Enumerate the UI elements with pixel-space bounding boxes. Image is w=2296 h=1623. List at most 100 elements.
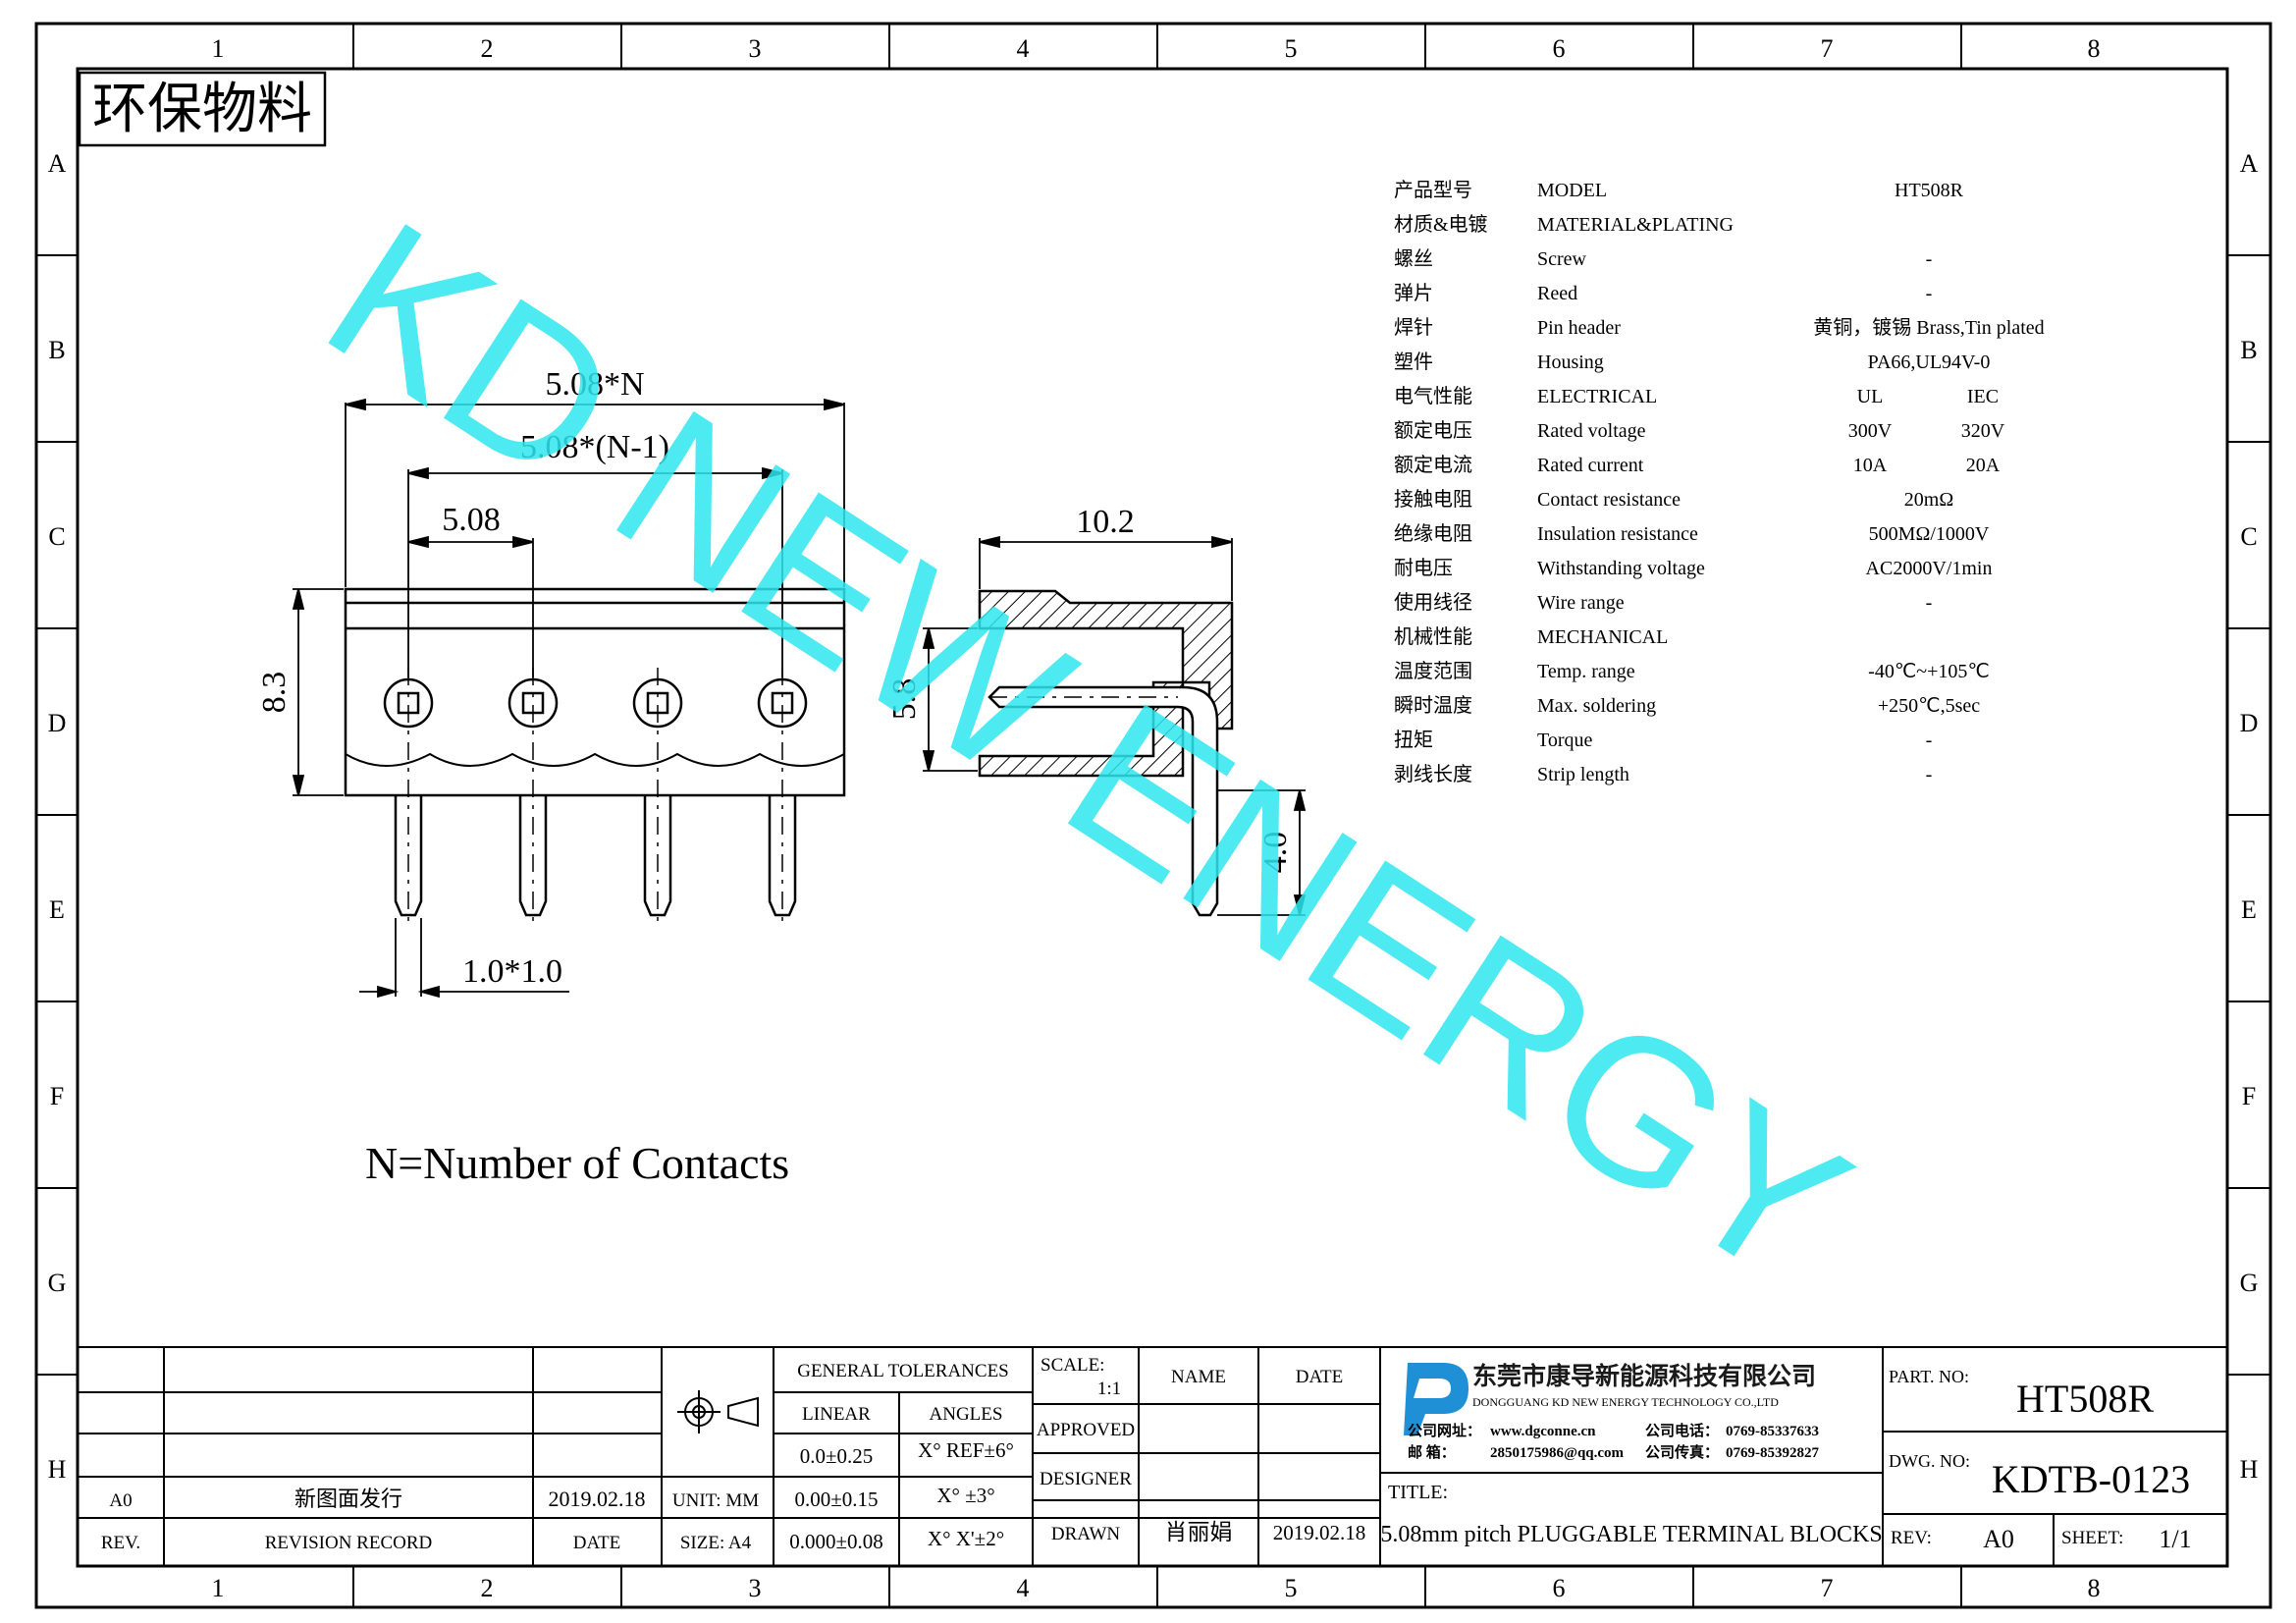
zone-row-right-G: G <box>2240 1269 2259 1297</box>
spec-en-label: Pin header <box>1537 317 1621 339</box>
zone-col-bottom-7: 7 <box>1821 1574 1834 1602</box>
date-label: DATE <box>1296 1367 1344 1387</box>
zone-row-right-H: H <box>2240 1455 2259 1484</box>
dim-height: 8.3 <box>256 672 293 714</box>
spec-ul-value: 300V <box>1848 420 1893 442</box>
spec-value: - <box>1926 730 1933 751</box>
rev-a0: A0 <box>109 1490 132 1511</box>
rev-header-record: REVISION RECORD <box>265 1533 432 1553</box>
scale-value: 1:1 <box>1097 1379 1121 1399</box>
sheet-label: SHEET: <box>2061 1528 2123 1548</box>
projection-symbol-icon <box>677 1390 759 1434</box>
spec-en-label: Insulation resistance <box>1537 523 1698 545</box>
drawn-name: 肖丽娟 <box>1165 1520 1233 1544</box>
spec-cn-label: 绝缘电阻 <box>1394 522 1472 545</box>
drawing-title: 5.08mm pitch PLUGGABLE TERMINAL BLOCKS <box>1380 1522 1882 1547</box>
side-view <box>978 589 1234 917</box>
spec-en-label: ELECTRICAL <box>1537 386 1657 407</box>
spec-iec-value: 320V <box>1961 420 2005 442</box>
zone-col-bottom-5: 5 <box>1285 1574 1298 1602</box>
inner-frame <box>76 67 2229 1568</box>
angles-label: ANGLES <box>930 1404 1003 1425</box>
spec-iec-value: 20A <box>1966 455 2001 476</box>
zone-row-left-E: E <box>49 895 65 924</box>
spec-en-label: Rated voltage <box>1537 420 1646 442</box>
name-label: NAME <box>1171 1367 1226 1387</box>
eco-stamp: 环保物料 <box>92 80 312 140</box>
spec-en-label: Reed <box>1537 283 1577 304</box>
tol-angle-1: X° REF±6° <box>918 1438 1014 1462</box>
tol-linear-2: 0.00±0.15 <box>794 1488 878 1511</box>
spec-cn-label: 焊针 <box>1394 316 1433 339</box>
spec-ul-value: UL <box>1857 386 1884 407</box>
spec-cn-label: 机械性能 <box>1394 625 1472 648</box>
spec-value: 黄铜，镀锡 Brass,Tin plated <box>1813 316 2044 339</box>
dim-pin-size: 1.0*1.0 <box>462 953 562 990</box>
email: 2850175986@qq.com <box>1490 1445 1625 1461</box>
spec-en-label: MATERIAL&PLATING <box>1537 214 1734 236</box>
company-name-cn: 东莞市康导新能源科技有限公司 <box>1472 1362 1816 1390</box>
spec-cn-label: 使用线径 <box>1394 591 1472 614</box>
spec-cn-label: 材质&电镀 <box>1394 213 1488 236</box>
zone-col-bottom-3: 3 <box>749 1574 762 1602</box>
front-view <box>344 587 846 923</box>
fax-label: 公司传真： <box>1645 1443 1719 1461</box>
spec-iec-value: IEC <box>1967 386 1999 407</box>
spec-value: 500MΩ/1000V <box>1869 523 1990 545</box>
company-name-en: DONGGUANG KD NEW ENERGY TECHNOLOGY CO.,L… <box>1472 1395 1779 1409</box>
spec-cn-label: 耐电压 <box>1394 557 1453 579</box>
spec-cn-label: 扭矩 <box>1394 729 1433 751</box>
zone-row-left-F: F <box>50 1082 64 1110</box>
side-dimension-labels: 10.2 5.8 4.0 <box>886 504 1294 873</box>
zone-col-top-1: 1 <box>212 34 225 63</box>
zone-col-bottom-1: 1 <box>212 1574 225 1602</box>
spec-en-label: MECHANICAL <box>1537 626 1668 648</box>
spec-en-label: Temp. range <box>1537 661 1635 682</box>
approved-label: APPROVED <box>1037 1420 1135 1440</box>
zone-col-top-6: 6 <box>1553 34 1566 63</box>
zone-col-top-5: 5 <box>1285 34 1298 63</box>
zone-col-bottom-4: 4 <box>1017 1574 1030 1602</box>
spec-value: - <box>1926 764 1933 785</box>
zone-row-left-D: D <box>48 709 67 737</box>
zone-col-top-2: 2 <box>481 34 494 63</box>
spec-value: - <box>1926 248 1933 270</box>
title-block <box>78 1346 2227 1566</box>
zone-row-left-G: G <box>48 1269 67 1297</box>
front-dimension-labels: 5.08*N 5.08*(N-1) 5.08 8.3 1.0*1.0 <box>256 366 669 990</box>
pins <box>394 795 797 917</box>
designer-label: DESIGNER <box>1040 1469 1132 1489</box>
drawn-date: 2019.02.18 <box>1273 1521 1366 1544</box>
spec-cn-label: 额定电流 <box>1394 454 1472 476</box>
scale-label: SCALE: <box>1041 1355 1104 1376</box>
zone-row-right-B: B <box>2240 336 2257 364</box>
phone: 0769-85337633 <box>1726 1424 1819 1439</box>
rev-label: REV: <box>1891 1528 1932 1548</box>
spec-value: - <box>1926 592 1933 614</box>
zone-col-bottom-2: 2 <box>481 1574 494 1602</box>
dim-pitch: 5.08 <box>442 502 501 538</box>
size-label: SIZE: A4 <box>680 1533 752 1553</box>
phone-label: 公司电话： <box>1645 1422 1719 1439</box>
sheet-value: 1/1 <box>2159 1525 2191 1553</box>
part-no-label: PART. NO: <box>1889 1367 1969 1386</box>
spec-value: +250℃,5sec <box>1878 695 1980 717</box>
zone-row-left-A: A <box>48 149 67 178</box>
tol-linear-1: 0.0±0.25 <box>800 1444 874 1468</box>
spec-cn-label: 螺丝 <box>1394 247 1433 270</box>
zone-row-right-F: F <box>2242 1082 2256 1110</box>
zone-row-left-B: B <box>48 336 65 364</box>
spec-cn-label: 塑件 <box>1394 351 1433 373</box>
spec-en-label: Strip length <box>1537 764 1629 785</box>
spec-en-label: MODEL <box>1537 180 1607 201</box>
zone-labels: 1 2 3 4 5 6 7 8 1 2 3 4 5 6 7 8 A B C D … <box>48 34 2259 1602</box>
rev-value: A0 <box>1983 1525 2014 1553</box>
spec-cn-label: 电气性能 <box>1394 385 1472 407</box>
dim-inner-width: 5.08*(N-1) <box>520 429 669 465</box>
spec-en-label: Rated current <box>1537 455 1644 476</box>
dwg-no-label: DWG. NO: <box>1889 1451 1970 1471</box>
tol-angle-3: X° X'±2° <box>928 1527 1004 1550</box>
linear-label: LINEAR <box>802 1404 871 1425</box>
